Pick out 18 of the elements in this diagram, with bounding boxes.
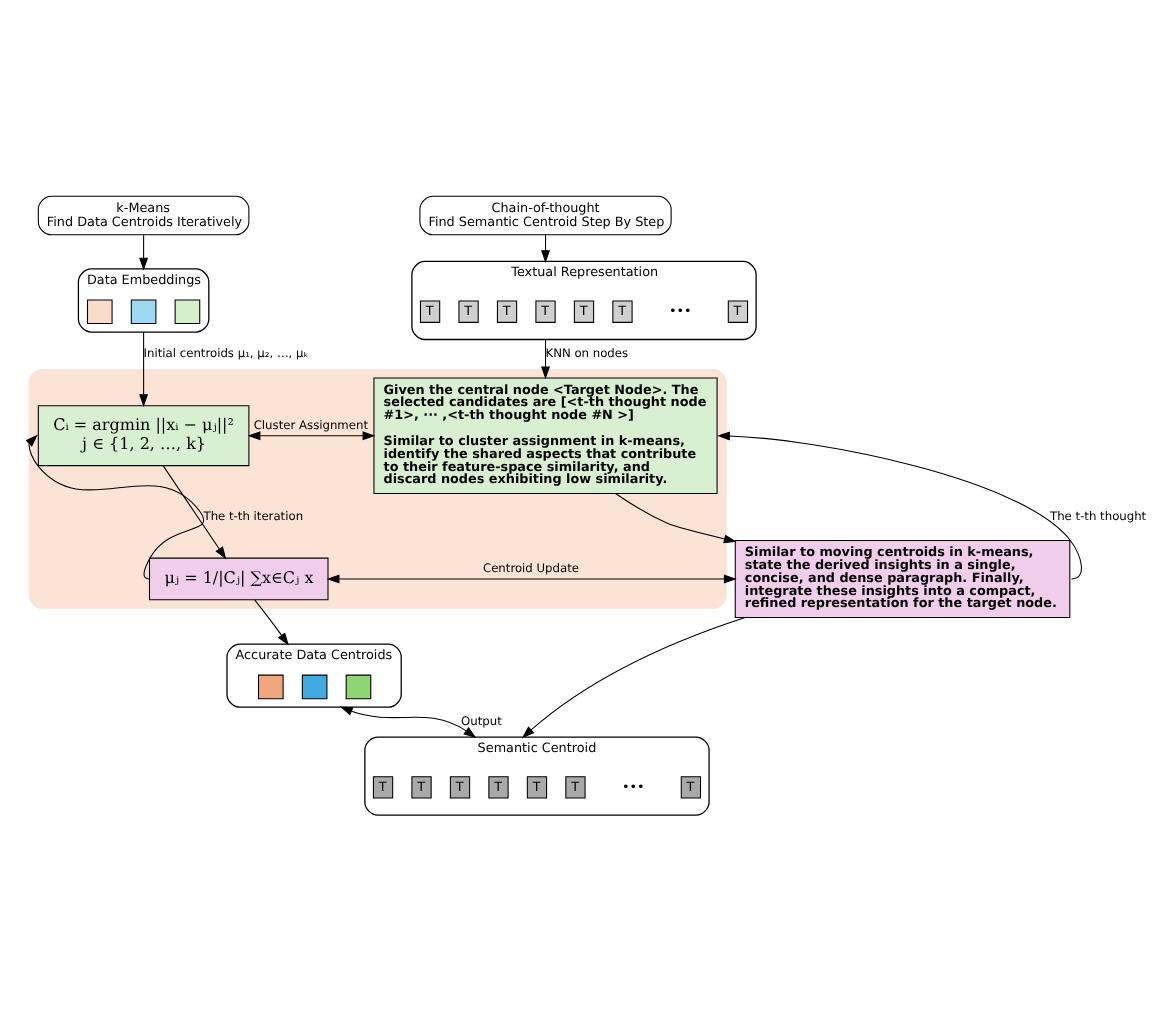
arrow [614,491,737,543]
node-box [130,298,157,323]
arrow [25,433,205,579]
node-box [258,673,284,699]
arrow [326,573,737,583]
node-box [301,673,328,699]
arrow [541,337,550,379]
node-box [86,298,113,323]
arrow [139,233,149,270]
arrow [247,430,376,440]
arrow [139,330,149,406]
node-box [345,673,372,699]
arrow [162,464,227,559]
arrow [717,430,1082,579]
arrow [254,598,289,645]
arrow [339,705,477,738]
node-box [174,298,201,323]
arrow [521,615,746,738]
